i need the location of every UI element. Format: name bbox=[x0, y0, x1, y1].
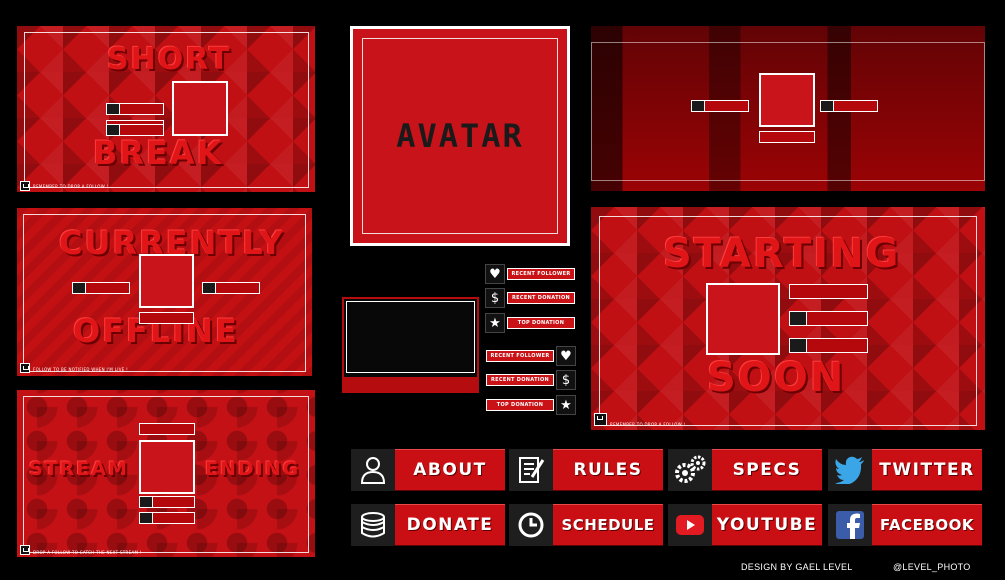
gears-icon bbox=[668, 449, 712, 491]
heart-icon: ♥ bbox=[556, 346, 576, 366]
clock-icon bbox=[509, 504, 553, 546]
panel-rules[interactable]: RULES bbox=[509, 449, 663, 491]
panel-schedule[interactable]: SCHEDULE bbox=[509, 504, 663, 546]
short-break-title-line1: SHORT bbox=[107, 42, 232, 77]
star-icon: ★ bbox=[556, 395, 576, 415]
designer-handle: @LEVEL_PHOTO bbox=[893, 562, 971, 572]
twitch-icon bbox=[20, 545, 30, 555]
panel-youtube[interactable]: YOUTUBE bbox=[668, 504, 822, 546]
twitter-icon bbox=[828, 449, 872, 491]
youtube-icon bbox=[668, 504, 712, 546]
dollar-icon: $ bbox=[556, 370, 576, 390]
starting-bar-3 bbox=[789, 338, 868, 353]
twitch-icon bbox=[20, 181, 30, 191]
short-break-footer: REMEMBER TO DROP A FOLLOW ! bbox=[33, 184, 109, 189]
coins-icon bbox=[351, 504, 395, 546]
offline-webcam bbox=[139, 254, 194, 308]
scene-bar-left bbox=[691, 100, 749, 112]
short-break-webcam bbox=[172, 81, 228, 136]
rules-icon bbox=[509, 449, 553, 491]
ending-webcam bbox=[139, 440, 195, 494]
facebook-icon bbox=[828, 504, 872, 546]
short-break-bar-1 bbox=[106, 103, 164, 115]
twitch-icon bbox=[594, 413, 607, 426]
user-icon bbox=[351, 449, 395, 491]
ending-title-right: ENDING bbox=[205, 458, 301, 480]
stream-ending-screen: STREAM ENDING DROP A FOLLOW TO CATCH THE… bbox=[17, 390, 315, 557]
dollar-icon: $ bbox=[485, 288, 505, 308]
offline-footer: FOLLOW TO BE NOTIFIED WHEN I'M LIVE ! bbox=[33, 367, 129, 372]
short-break-title-line2: BREAK bbox=[93, 134, 224, 172]
starting-webcam bbox=[706, 283, 780, 355]
starting-bar-2 bbox=[789, 311, 868, 326]
scene-bar-right bbox=[820, 100, 878, 112]
designer-credit: DESIGN BY GAEL LEVEL bbox=[741, 562, 853, 572]
starting-bar-1 bbox=[789, 284, 868, 299]
starting-footer: REMEMBER TO DROP A FOLLOW ! bbox=[610, 422, 686, 427]
alert-top-donation-2: TOP DONATION ★ bbox=[486, 395, 576, 415]
scene-bar-under-cam bbox=[759, 131, 815, 143]
ending-title-left: STREAM bbox=[29, 458, 129, 480]
short-break-screen: SHORT BREAK REMEMBER TO DROP A FOLLOW ! bbox=[17, 26, 315, 192]
panel-twitter[interactable]: TWITTER bbox=[828, 449, 982, 491]
ending-bar-2 bbox=[139, 512, 195, 524]
heart-icon: ♥ bbox=[485, 264, 505, 284]
star-icon: ★ bbox=[485, 313, 505, 333]
twitch-icon bbox=[20, 363, 30, 373]
offline-bar-under-cam bbox=[139, 312, 194, 324]
webcam-frame bbox=[342, 297, 479, 393]
alert-recent-donation-2: RECENT DONATION $ bbox=[486, 370, 576, 390]
ending-bar-1 bbox=[139, 496, 195, 508]
ending-footer: DROP A FOLLOW TO CATCH THE NEXT STREAM ! bbox=[33, 550, 142, 555]
offline-bar-right bbox=[202, 282, 260, 294]
panel-facebook[interactable]: FACEBOOK bbox=[828, 504, 982, 546]
offline-bar-left bbox=[72, 282, 130, 294]
panel-donate[interactable]: DONATE bbox=[351, 504, 505, 546]
avatar-panel: AVATAR bbox=[350, 26, 570, 246]
short-break-bar-4 bbox=[106, 124, 164, 136]
alert-recent-follower-2: RECENT FOLLOWER ♥ bbox=[486, 346, 576, 366]
panel-about[interactable]: ABOUT bbox=[351, 449, 505, 491]
alert-top-donation-1: ★ TOP DONATION bbox=[485, 313, 575, 333]
starting-title-line1: STARTING bbox=[663, 231, 901, 277]
panel-specs[interactable]: SPECS bbox=[668, 449, 822, 491]
starting-soon-screen: STARTING SOON REMEMBER TO DROP A FOLLOW … bbox=[591, 207, 985, 430]
alert-recent-follower-1: ♥ RECENT FOLLOWER bbox=[485, 264, 575, 284]
currently-offline-screen: CURRENTLY OFFLINE FOLLOW TO BE NOTIFIED … bbox=[17, 208, 312, 376]
brb-scene bbox=[591, 26, 985, 191]
ending-bar-top bbox=[139, 423, 195, 435]
alert-recent-donation-1: $ RECENT DONATION bbox=[485, 288, 575, 308]
scene-webcam bbox=[759, 73, 815, 127]
avatar-label: AVATAR bbox=[396, 117, 524, 155]
starting-title-line2: SOON bbox=[707, 355, 846, 401]
